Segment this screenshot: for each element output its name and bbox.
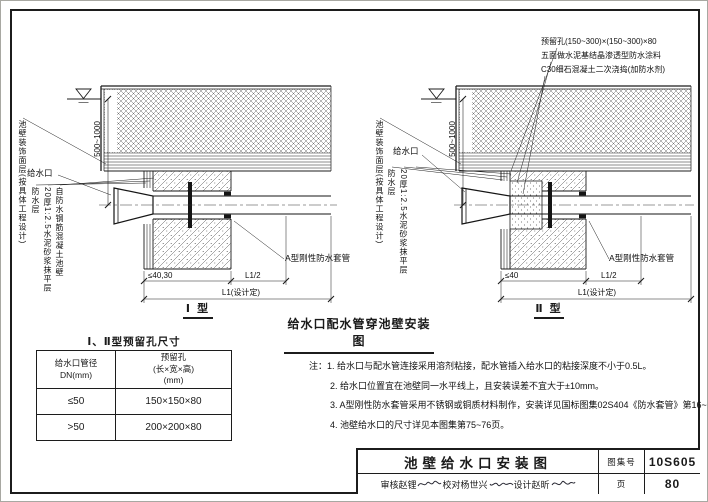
signature-row: 审核 赵锂 校对 杨世兴 设计 赵昕 — [358, 473, 598, 494]
annotation-concrete-fill: C30细石混凝土二次浇捣(加防水剂) — [541, 65, 666, 74]
wall-structure-type1 — [100, 85, 332, 270]
note-line-2: 2. 给水口位置宜在池壁同一水平线上，且安装误差不宜大于±10mm。 — [309, 377, 699, 397]
notes-block: 注：1. 给水口与配水管连接采用溶剂粘接，配水管插入给水口的粘接深度不小于0.5… — [309, 357, 707, 436]
layer-mortar-label-1: 20厚1:2.5水泥砂浆抹平层 — [43, 187, 52, 293]
notes-prefix: 注： — [309, 361, 328, 371]
annotation-prehole: 预留孔(150~300)×(150~300)×80 — [541, 37, 657, 46]
dimension-lines-type1 — [104, 95, 335, 303]
col-header-diameter-line2: DN(mm) — [59, 369, 93, 380]
cell-dn-1: ≤50 — [36, 388, 116, 415]
designer-signature-scribble — [551, 480, 576, 486]
note-item-4: 4. 池壁给水口的尺寸详见本图集第75~76页。 — [330, 419, 510, 430]
depth-dimension-1: 500~1000 — [93, 121, 102, 157]
atlas-no-value: 10S605 — [644, 450, 700, 473]
col-header-prehole-line3: (mm) — [163, 375, 184, 386]
designer-label: 设计 — [513, 479, 532, 490]
wall-structure-type2 — [455, 85, 692, 270]
table-title: Ⅰ、Ⅱ型预留孔尺寸 — [87, 336, 181, 348]
note-line-1: 注：1. 给水口与配水管连接采用溶剂粘接，配水管插入给水口的粘接深度不小于0.5… — [309, 357, 699, 377]
checker-name: 杨世兴 — [460, 479, 488, 490]
sleeve-label-2: A型刚性防水套管 — [609, 253, 675, 263]
note-line-4: 4. 池壁给水口的尺寸详见本图集第75~76页。 — [309, 416, 699, 436]
water-level-icon-type1 — [67, 88, 101, 103]
page-value: 80 — [644, 473, 700, 494]
table-row: ≤50 150×150×80 — [36, 388, 232, 415]
type1-caption: Ⅰ 型 — [183, 300, 213, 319]
page-label: 页 — [598, 473, 644, 494]
layer-waterproof-label-1: 防水层 — [31, 187, 40, 214]
sleeve-label-1: A型刚性防水套管 — [285, 253, 351, 263]
prehole-size-table: 给水口管径 DN(mm) 预留孔 (长×宽×高) (mm) ≤50 150×15… — [36, 350, 232, 441]
reviewer-label: 审核 — [380, 479, 399, 490]
annotation-coating: 五面做水泥基结晶渗透型防水涂料 — [541, 51, 661, 60]
half-length-dimension-2: L1/2 — [601, 271, 617, 280]
inlet-label-1: 给水口 — [27, 168, 53, 178]
col-header-diameter: 给水口管径 DN(mm) — [36, 350, 116, 389]
inlet-label-2: 给水口 — [393, 146, 419, 156]
cell-dn-2: >50 — [36, 414, 116, 441]
drawing-frame — [10, 9, 700, 494]
layer-concrete-label-1: 自防水钢筋混凝土池壁 — [55, 187, 64, 277]
leader-lines-type2 — [379, 47, 610, 260]
leader-lines-type1 — [22, 117, 285, 260]
edge-dimension-1: ≤40,30 — [148, 271, 173, 280]
col-header-diameter-line1: 给水口管径 — [54, 358, 98, 369]
layer-mortar-label-2: 20厚1:2.5水泥砂浆抹平层 — [399, 169, 408, 275]
type2-caption: Ⅱ 型 — [534, 300, 564, 319]
section-title: 给水口配水管穿池壁安装图 — [284, 315, 434, 354]
col-header-prehole-line1: 预留孔 — [160, 352, 187, 363]
col-header-prehole-line2: (长×宽×高) — [152, 363, 195, 374]
table-row: >50 200×200×80 — [36, 414, 232, 441]
note-item-2: 2. 给水口位置宜在池壁同一水平线上，且安装误差不宜大于±10mm。 — [330, 380, 604, 391]
reviewer-name: 赵锂 — [398, 479, 417, 490]
cell-size-2: 200×200×80 — [115, 414, 232, 441]
water-level-icon-type2 — [421, 88, 456, 103]
inlet-and-pipe-type1 — [99, 182, 337, 228]
full-length-dimension-1: L1(设计定) — [221, 288, 261, 297]
designer-name: 赵昕 — [531, 479, 550, 490]
checker-label: 校对 — [442, 479, 461, 490]
depth-dimension-2: 500~1000 — [448, 121, 457, 157]
layer-finish-label-2: 池壁装饰面层(按具体工程设计) — [375, 120, 384, 245]
note-line-3: 3. A型刚性防水套管采用不锈钢或铜质材料制作，安装详见国标图集02S404《防… — [309, 396, 707, 416]
checker-signature-scribble — [489, 482, 513, 487]
layer-finish-label-1: 池壁装饰面层(按具体工程设计) — [18, 120, 27, 245]
inlet-and-pipe-type2 — [454, 182, 694, 228]
full-length-dimension-2: L1(设计定) — [577, 288, 617, 297]
atlas-no-label: 图集号 — [598, 450, 644, 473]
edge-dimension-2: ≤40 — [505, 271, 519, 280]
dimension-lines-type2 — [459, 95, 695, 303]
note-item-1: 1. 给水口与配水管连接采用溶剂粘接，配水管插入给水口的粘接深度不小于0.5L。 — [327, 361, 652, 371]
table-header-row: 给水口管径 DN(mm) 预留孔 (长×宽×高) (mm) — [36, 350, 232, 389]
note-item-3: 3. A型刚性防水套管采用不锈钢或铜质材料制作，安装详见国标图集02S404《防… — [330, 400, 708, 410]
title-block: 池壁给水口安装图 图集号 10S605 审核 赵锂 校对 杨世兴 设计 赵昕 页… — [356, 448, 700, 494]
cell-size-1: 150×150×80 — [115, 388, 232, 415]
half-length-dimension-1: L1/2 — [245, 271, 261, 280]
col-header-prehole: 预留孔 (长×宽×高) (mm) — [115, 350, 232, 389]
layer-waterproof-label-2: 防水层 — [387, 169, 396, 196]
drawing-title: 池壁给水口安装图 — [404, 455, 552, 471]
reviewer-signature-scribble — [418, 480, 442, 487]
